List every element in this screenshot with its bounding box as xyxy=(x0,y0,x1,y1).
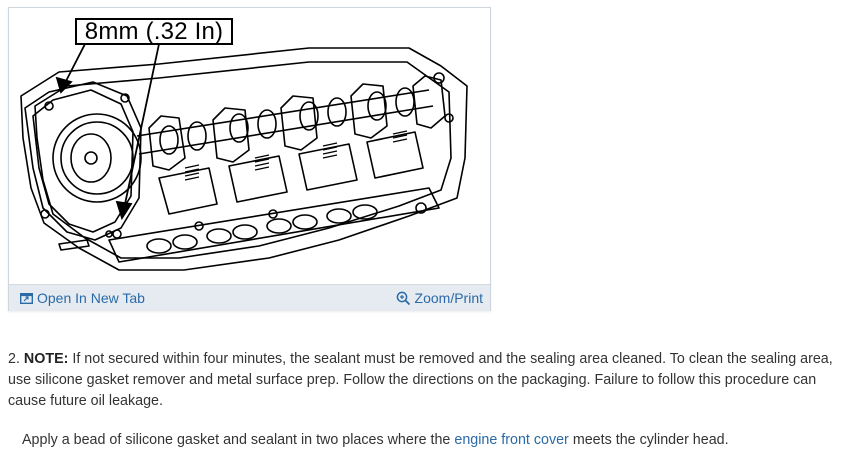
step-note-paragraph: 2. NOTE: If not secured within four minu… xyxy=(8,349,858,412)
zoom-print-button[interactable]: Zoom/Print xyxy=(396,285,483,311)
external-window-icon xyxy=(20,292,33,304)
step-number: 2. xyxy=(8,351,20,367)
figure-toolbar: Open In New Tab Zoom/Print xyxy=(9,284,490,311)
instruction-text-after: meets the cylinder head. xyxy=(572,432,729,448)
figure-card: 8mm (.32 In) Open In New Tab Zoom/Print xyxy=(8,7,491,311)
magnifier-icon xyxy=(396,291,410,305)
engine-front-cover-link[interactable]: engine front cover xyxy=(454,432,569,448)
instruction-text-before: Apply a bead of silicone gasket and seal… xyxy=(22,432,451,448)
note-text: If not secured within four minutes, the … xyxy=(8,351,833,409)
note-label: NOTE: xyxy=(23,351,69,367)
cylinder-head-illustration[interactable]: 8mm (.32 In) xyxy=(9,8,490,283)
open-in-new-tab-button[interactable]: Open In New Tab xyxy=(20,285,145,311)
zoom-print-label: Zoom/Print xyxy=(414,290,483,306)
engine-line-drawing xyxy=(20,43,468,271)
measurement-callout: 8mm (.32 In) xyxy=(75,18,233,45)
instruction-paragraph: Apply a bead of silicone gasket and seal… xyxy=(22,430,842,451)
open-in-new-tab-label: Open In New Tab xyxy=(37,290,145,306)
